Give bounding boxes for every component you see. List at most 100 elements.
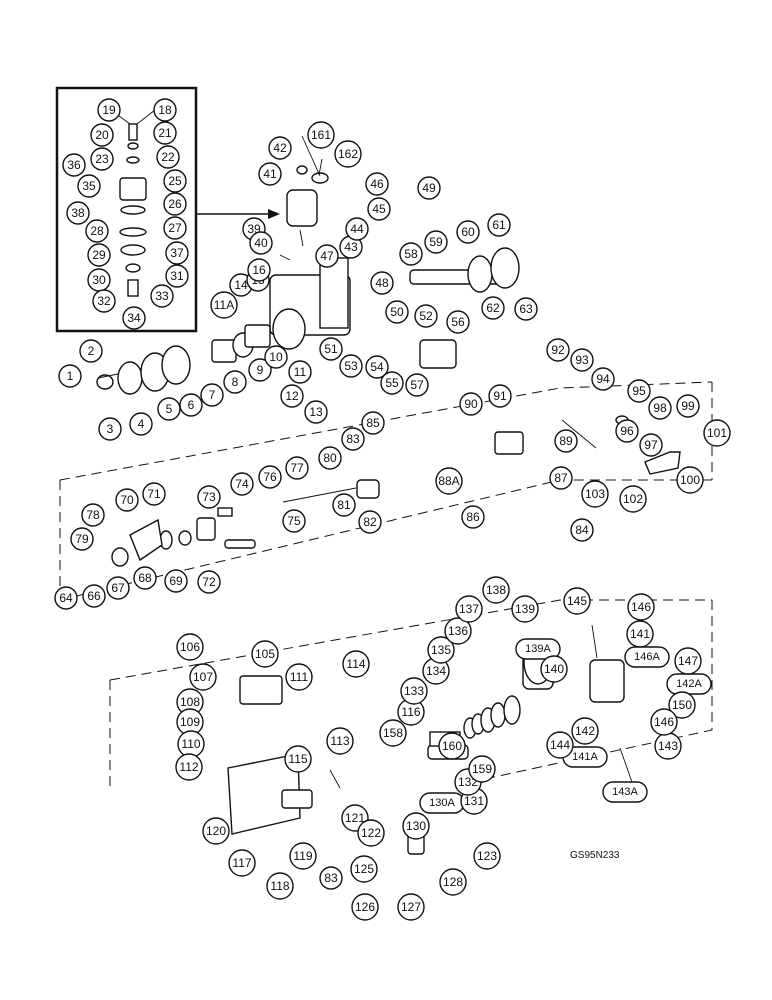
part-label-41: 41	[258, 162, 282, 186]
label-text: 143	[658, 739, 678, 753]
part-label-60: 60	[456, 220, 480, 244]
part-label-74: 74	[230, 472, 254, 496]
label-text: 143A	[612, 786, 638, 798]
label-text: 32	[97, 294, 111, 308]
label-text: 144	[550, 738, 570, 752]
label-text: 51	[324, 342, 338, 356]
label-bubble	[424, 230, 448, 254]
part-label-103: 103	[581, 480, 609, 508]
label-bubble	[570, 348, 594, 372]
label-bubble	[165, 264, 189, 288]
label-bubble	[624, 646, 670, 668]
part-label-59: 59	[424, 230, 448, 254]
part-label-90: 90	[459, 392, 483, 416]
part-label-143a: 143A	[602, 781, 648, 803]
part-label-62: 62	[481, 296, 505, 320]
label-text: 103	[585, 487, 605, 501]
label-text: 119	[293, 849, 312, 863]
label-bubble	[417, 176, 441, 200]
label-text: 99	[681, 399, 695, 413]
part-label-63: 63	[514, 297, 538, 321]
label-bubble	[153, 121, 177, 145]
label-bubble	[546, 731, 574, 759]
label-bubble	[581, 480, 609, 508]
label-text: 22	[161, 150, 175, 164]
inset-arrow	[196, 209, 280, 219]
label-bubble	[79, 339, 103, 363]
label-bubble	[332, 493, 356, 517]
label-text: 94	[596, 372, 610, 386]
part-label-37: 37	[165, 241, 189, 265]
label-text: 6	[188, 398, 195, 412]
label-text: 131	[464, 794, 484, 808]
label-text: 102	[623, 492, 643, 506]
label-text: 37	[170, 246, 184, 260]
part-label-161: 161	[307, 121, 335, 149]
label-text: 110	[181, 737, 200, 751]
label-bubble	[554, 429, 578, 453]
label-text: 71	[147, 487, 161, 501]
label-bubble	[202, 817, 230, 845]
part-label-142a: 142A	[666, 673, 712, 695]
label-bubble	[456, 220, 480, 244]
label-text: 90	[464, 397, 478, 411]
label-text: 21	[158, 126, 172, 140]
part-label-102: 102	[619, 485, 647, 513]
label-text: 130A	[429, 797, 455, 809]
label-text: 74	[235, 477, 249, 491]
part-label-112: 112	[175, 753, 203, 781]
part-label-146: 146	[650, 708, 678, 736]
label-bubble	[380, 371, 404, 395]
part-label-160: 160	[438, 732, 466, 760]
part-label-30: 30	[87, 268, 111, 292]
part-label-58: 58	[399, 242, 423, 266]
part-label-99: 99	[676, 394, 700, 418]
label-text: 75	[287, 514, 301, 528]
label-bubble	[540, 655, 568, 683]
part-label-115: 115	[284, 745, 312, 773]
label-bubble	[280, 384, 304, 408]
label-text: 41	[263, 167, 277, 181]
label-bubble	[66, 201, 90, 225]
part-label-101: 101	[703, 419, 731, 447]
label-bubble	[549, 466, 573, 490]
label-text: 9	[257, 363, 264, 377]
label-text: 117	[232, 856, 251, 870]
part-label-12: 12	[280, 384, 304, 408]
label-text: 7	[209, 388, 216, 402]
part-label-136: 136	[444, 617, 472, 645]
part-label-82: 82	[358, 510, 382, 534]
part-label-79: 79	[70, 527, 94, 551]
label-text: 12	[285, 389, 299, 403]
part-label-76: 76	[258, 465, 282, 489]
label-bubble	[444, 617, 472, 645]
label-bubble	[427, 636, 455, 664]
label-bubble	[515, 638, 561, 660]
label-bubble	[258, 162, 282, 186]
part-label-109: 109	[176, 708, 204, 736]
label-text: 40	[254, 236, 268, 250]
label-text: 85	[366, 416, 380, 430]
part-label-110: 110	[177, 730, 205, 758]
label-text: 50	[390, 305, 404, 319]
part-label-139a: 139A	[515, 638, 561, 660]
part-label-20: 20	[90, 123, 114, 147]
label-bubble	[339, 354, 363, 378]
label-bubble	[334, 140, 362, 168]
label-text: 118	[270, 879, 289, 893]
part-label-92: 92	[546, 338, 570, 362]
label-bubble	[342, 650, 370, 678]
label-text: 92	[551, 343, 565, 357]
label-text: 69	[169, 574, 183, 588]
label-bubble	[676, 466, 704, 494]
part-label-123: 123	[473, 842, 501, 870]
part-label-86: 86	[461, 505, 485, 529]
label-text: 3	[107, 422, 114, 436]
label-bubble	[70, 527, 94, 551]
label-text: 139	[515, 602, 535, 616]
label-text: 160	[442, 739, 462, 753]
label-bubble	[288, 360, 312, 384]
part-label-116: 116	[397, 698, 425, 726]
part-label-72: 72	[197, 570, 221, 594]
label-bubble	[668, 691, 696, 719]
